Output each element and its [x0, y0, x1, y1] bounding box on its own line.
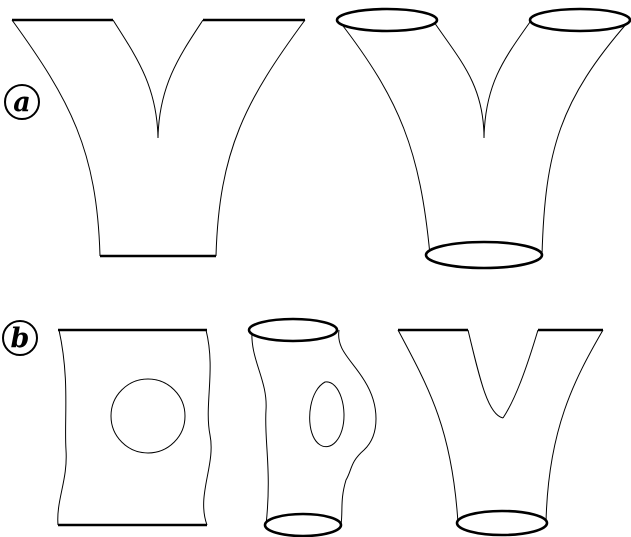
panel-a-bottom-ring: [426, 242, 542, 268]
panel-b-sheet-hole: [111, 379, 185, 453]
panel-b-cylinder: [249, 319, 376, 536]
panel-b-cylinder-hole: [310, 382, 344, 447]
panel-b-ypants-outline: [398, 330, 603, 523]
panel-a-top-right-ring: [530, 9, 630, 31]
panel-b-cylinder-top-ring: [249, 319, 337, 341]
panel-b-label: b: [3, 321, 37, 355]
panel-b-badge-text: b: [11, 323, 30, 354]
panel-b-cylinder-bottom-ring: [265, 514, 341, 536]
panel-a-label: a: [5, 85, 39, 119]
panel-b-half-tubular-pants: [398, 330, 603, 535]
panel-b-sheet-left-side: [58, 330, 66, 525]
panel-b-cylinder-right-side: [339, 330, 376, 525]
panel-b-ypants-bottom-ring: [457, 511, 547, 535]
panel-a-top-left-ring: [337, 9, 437, 31]
panel-a-tubular-pants: [337, 9, 630, 268]
panel-a-flat-pants: [12, 20, 305, 256]
panel-b-cylinder-left-side: [252, 330, 268, 525]
panel-b-sheet-right-side: [204, 330, 212, 525]
panel-a-badge-text: a: [13, 87, 31, 118]
panel-a-flat-outline: [12, 20, 305, 256]
panel-b-flat-sheet: [58, 330, 211, 525]
panel-a-tubular-outline: [340, 22, 628, 255]
